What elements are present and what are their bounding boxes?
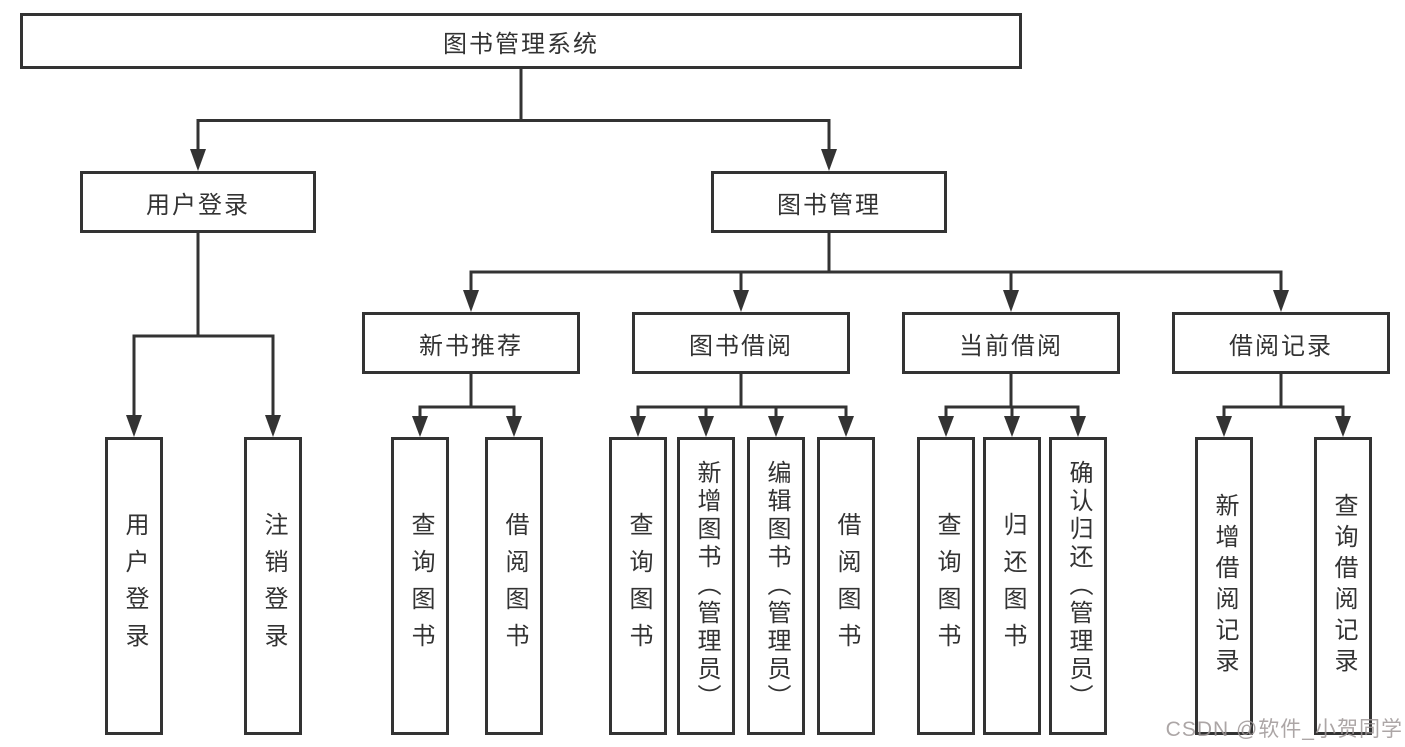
leaf-query-books-borrowing-label: 查询图书	[625, 512, 652, 660]
leaf-borrow-books: 借阅图书	[817, 437, 875, 735]
leaf-add-borrow-record: 新增借阅记录	[1195, 437, 1253, 735]
node-current-borrowing: 当前借阅	[902, 312, 1120, 374]
leaf-add-books-admin-label: 新增图书（管理员）	[693, 460, 720, 712]
node-borrowing-records: 借阅记录	[1172, 312, 1390, 374]
leaf-add-books-admin: 新增图书（管理员）	[677, 437, 735, 735]
leaf-query-books-current: 查询图书	[917, 437, 975, 735]
leaf-confirm-return-admin-label: 确认归还（管理员）	[1065, 460, 1092, 712]
leaf-user-login-label: 用户登录	[121, 512, 148, 660]
node-new-book-recommend-label: 新书推荐	[419, 332, 523, 360]
node-book-management-label: 图书管理	[777, 191, 881, 219]
leaf-query-books-recommend: 查询图书	[391, 437, 449, 735]
leaf-return-books-label: 归还图书	[999, 512, 1026, 660]
leaf-query-books-borrowing: 查询图书	[609, 437, 667, 735]
leaf-logout: 注销登录	[244, 437, 302, 735]
leaf-query-books-current-label: 查询图书	[933, 512, 960, 660]
leaf-query-borrow-record: 查询借阅记录	[1314, 437, 1372, 735]
leaf-add-borrow-record-label: 新增借阅记录	[1211, 493, 1238, 679]
leaf-borrow-books-recommend: 借阅图书	[485, 437, 543, 735]
leaf-edit-books-admin: 编辑图书（管理员）	[747, 437, 805, 735]
node-book-borrowing-label: 图书借阅	[689, 332, 793, 360]
leaf-logout-label: 注销登录	[260, 512, 287, 660]
node-current-borrowing-label: 当前借阅	[959, 332, 1063, 360]
node-user-login: 用户登录	[80, 171, 316, 233]
node-user-login-label: 用户登录	[146, 191, 250, 219]
leaf-confirm-return-admin: 确认归还（管理员）	[1049, 437, 1107, 735]
leaf-edit-books-admin-label: 编辑图书（管理员）	[763, 460, 790, 712]
node-root-label: 图书管理系统	[443, 30, 599, 58]
leaf-query-borrow-record-label: 查询借阅记录	[1330, 493, 1357, 679]
node-book-borrowing: 图书借阅	[632, 312, 850, 374]
leaf-user-login: 用户登录	[105, 437, 163, 735]
node-borrowing-records-label: 借阅记录	[1229, 332, 1333, 360]
leaf-borrow-books-label: 借阅图书	[833, 512, 860, 660]
node-new-book-recommend: 新书推荐	[362, 312, 580, 374]
node-book-management: 图书管理	[711, 171, 947, 233]
leaf-return-books: 归还图书	[983, 437, 1041, 735]
leaf-borrow-books-recommend-label: 借阅图书	[501, 512, 528, 660]
node-root: 图书管理系统	[20, 13, 1022, 69]
leaf-query-books-recommend-label: 查询图书	[407, 512, 434, 660]
csdn-watermark: CSDN @软件_小贺同学	[1165, 718, 1403, 741]
